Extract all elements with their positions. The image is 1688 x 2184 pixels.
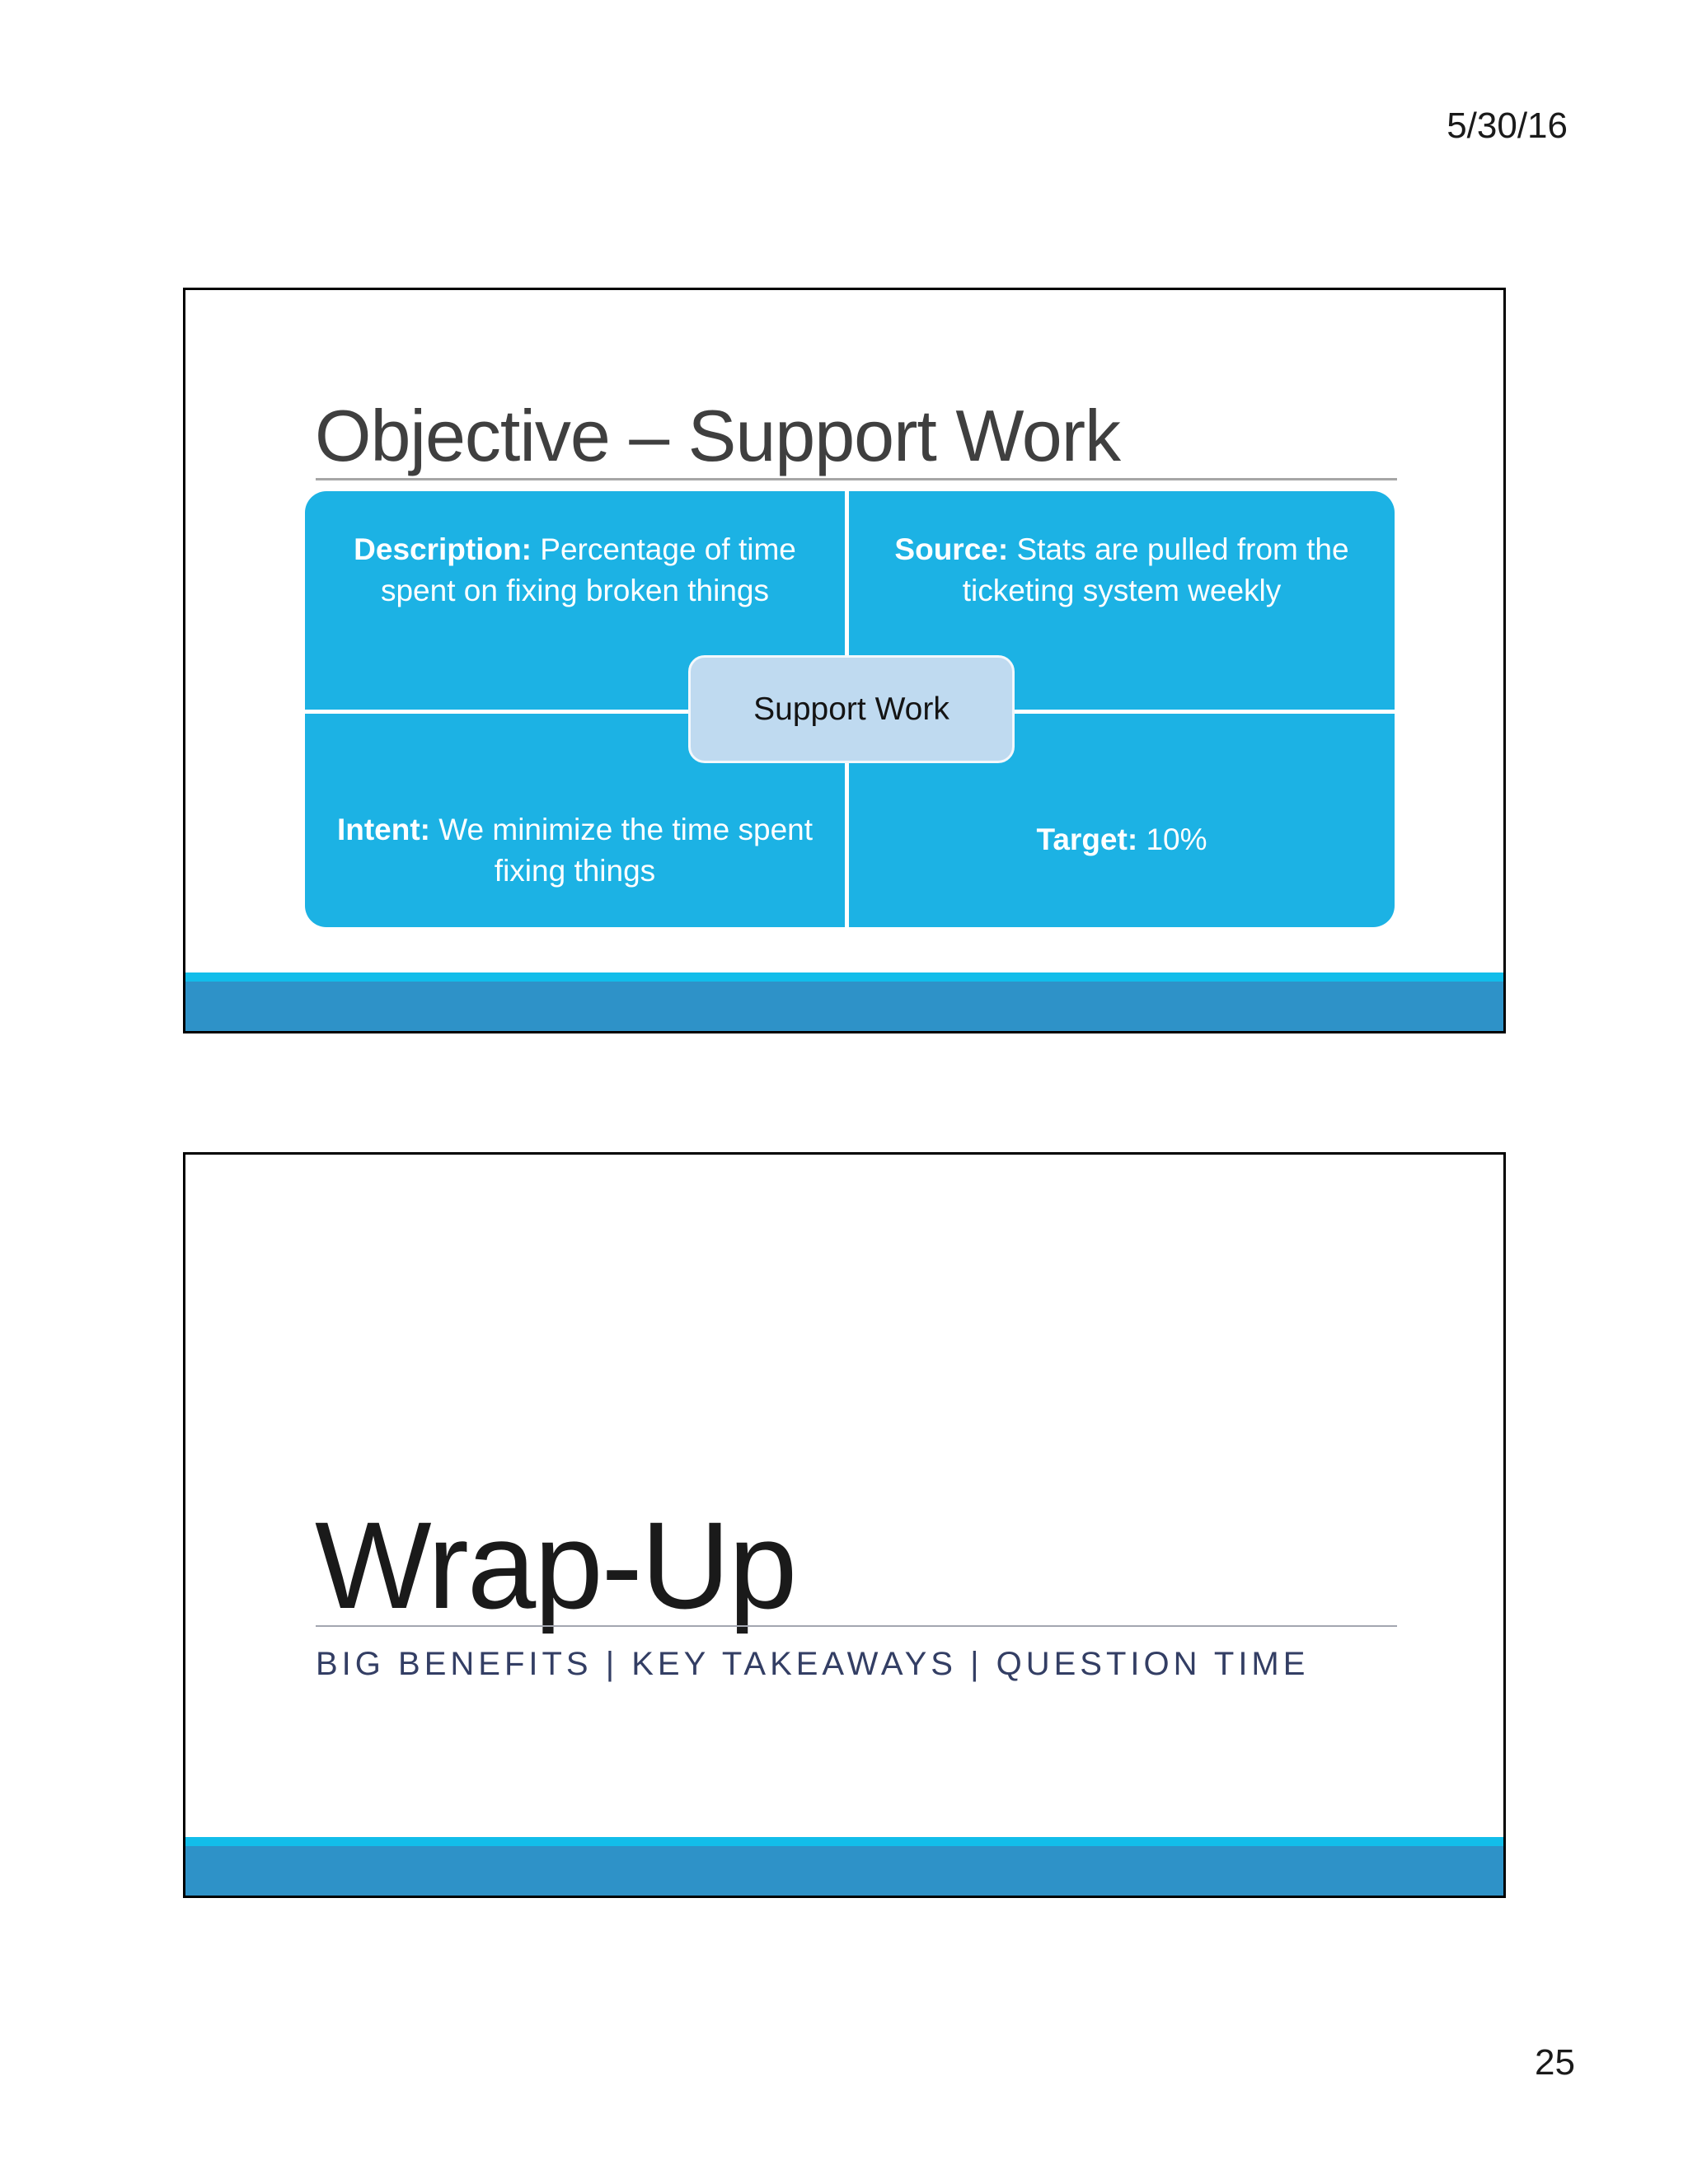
- slide-wrap-up: Wrap-Up BIG BENEFITS | KEY TAKEAWAYS | Q…: [183, 1152, 1506, 1898]
- slide1-title-underline: [316, 478, 1397, 480]
- cell-source-line1: Stats are pulled from the: [1016, 532, 1349, 566]
- cell-target-line1: 10%: [1146, 823, 1207, 856]
- cell-source-label: Source:: [894, 532, 1009, 566]
- slide-objective-support-work: Objective – Support Work Description: Pe…: [183, 288, 1506, 1033]
- cell-description: Description: Percentage of time spent on…: [305, 491, 845, 710]
- cell-description-line2: spent on fixing broken things: [380, 573, 769, 607]
- cell-description-line1: Percentage of time: [540, 532, 796, 566]
- slide1-title: Objective – Support Work: [315, 395, 1121, 476]
- cell-source-text: Source: Stats are pulled from the ticket…: [894, 529, 1348, 612]
- page-date: 5/30/16: [1447, 105, 1568, 146]
- slide2-footer-stripe: [185, 1837, 1503, 1846]
- cell-source-line2: ticketing system weekly: [962, 573, 1282, 607]
- slide2-footer-bar: [185, 1846, 1503, 1896]
- cell-intent-text: Intent: We minimize the time spent fixin…: [337, 809, 813, 892]
- cell-description-text: Description: Percentage of time spent on…: [354, 529, 796, 612]
- support-work-node: Support Work: [688, 655, 1015, 763]
- cell-description-label: Description:: [354, 532, 532, 566]
- cell-target-label: Target:: [1036, 823, 1138, 856]
- page-number: 25: [1535, 2042, 1575, 2083]
- slide2-subtitle: BIG BENEFITS | KEY TAKEAWAYS | QUESTION …: [316, 1646, 1310, 1682]
- cell-intent-label: Intent:: [336, 813, 430, 846]
- cell-target-text: Target: 10%: [1037, 819, 1207, 860]
- cell-intent-line1: We minimize the time spent: [438, 813, 814, 846]
- support-work-node-label: Support Work: [753, 691, 950, 727]
- cell-intent-line2: fixing things: [494, 853, 656, 888]
- slide1-footer-bar: [185, 982, 1503, 1031]
- slide2-title-underline: [316, 1625, 1397, 1627]
- slide1-footer-stripe: [185, 972, 1503, 982]
- slide2-title: Wrap-Up: [315, 1496, 797, 1634]
